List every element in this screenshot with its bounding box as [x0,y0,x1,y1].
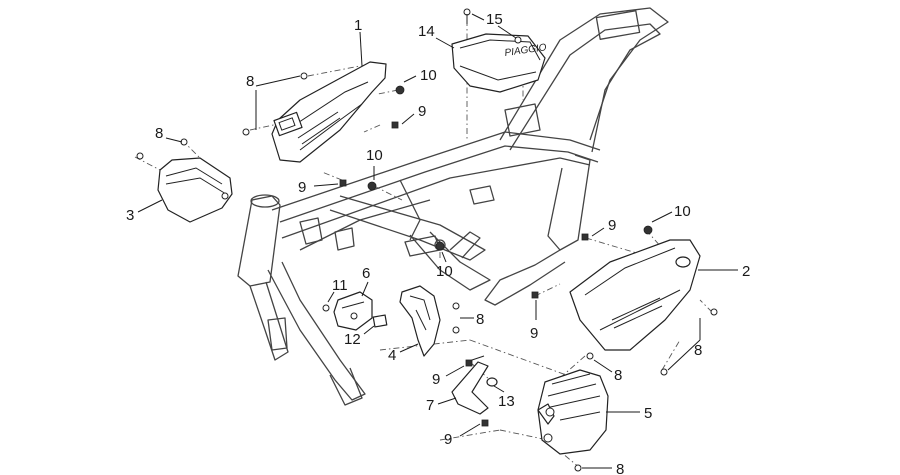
callout-8d: 8 [667,318,702,371]
callout-8a: 8 [246,73,301,130]
svg-text:8: 8 [694,342,702,359]
svg-text:8: 8 [246,73,254,90]
callouts: 1 2 3 4 5 6 7 8 [126,11,750,475]
svg-text:8: 8 [616,461,624,475]
callout-15: 15 [471,11,517,39]
callout-10c: 10 [436,251,453,280]
callout-10d: 10 [651,203,691,223]
svg-text:6: 6 [362,265,370,282]
callout-8b: 8 [155,125,183,143]
callout-8f: 8 [582,461,624,475]
callout-5: 5 [606,405,652,422]
svg-text:2: 2 [742,263,750,280]
callout-9d: 9 [530,300,538,342]
assembly-lines [134,20,713,469]
callout-9a: 9 [401,103,426,125]
callout-2: 2 [698,263,750,280]
svg-text:5: 5 [644,405,652,422]
svg-text:11: 11 [332,277,348,294]
curved-cover [399,285,441,357]
svg-text:15: 15 [486,11,503,28]
callout-12: 12 [344,325,375,348]
svg-text:9: 9 [530,325,538,342]
svg-text:8: 8 [476,311,484,328]
callout-13: 13 [493,385,515,410]
grommet [486,377,498,387]
svg-text:4: 4 [388,347,396,364]
motorcycle-frame [237,7,669,406]
svg-text:9: 9 [298,179,306,196]
callout-7: 7 [426,397,457,414]
callout-1: 1 [354,17,363,67]
fastener-hardware [136,8,718,472]
callout-11: 11 [327,277,348,303]
callout-4: 4 [388,343,419,364]
svg-text:10: 10 [436,263,453,280]
svg-text:9: 9 [608,217,616,234]
svg-text:9: 9 [418,103,426,120]
callout-10b: 10 [366,147,383,180]
callout-9c: 9 [591,217,616,237]
small-bracket [333,291,373,331]
front-cover [157,157,233,223]
callout-3: 3 [126,199,163,224]
svg-text:9: 9 [432,371,440,388]
svg-text:12: 12 [344,331,361,348]
callout-10a: 10 [403,67,437,84]
callout-8c: 8 [460,311,484,328]
right-side-cover [569,239,701,351]
starter-motor [537,369,609,455]
callout-8e: 8 [593,359,622,384]
callout-9f: 9 [444,423,481,448]
svg-text:9: 9 [444,431,452,448]
svg-text:8: 8 [155,125,163,142]
small-pad [372,314,388,328]
tool-tray: PIAGGIO [451,33,547,93]
callout-6: 6 [361,265,370,297]
svg-text:13: 13 [498,393,515,410]
svg-text:10: 10 [420,67,437,84]
callout-9e: 9 [432,365,465,388]
support-bracket [451,355,489,415]
svg-text:10: 10 [366,147,383,164]
svg-text:3: 3 [126,207,134,224]
callout-14: 14 [418,23,455,49]
svg-text:1: 1 [354,17,362,34]
svg-text:14: 14 [418,23,435,40]
svg-text:7: 7 [426,397,434,414]
left-side-cover [271,61,387,163]
callout-9b: 9 [298,179,339,196]
svg-text:10: 10 [674,203,691,220]
svg-text:8: 8 [614,367,622,384]
